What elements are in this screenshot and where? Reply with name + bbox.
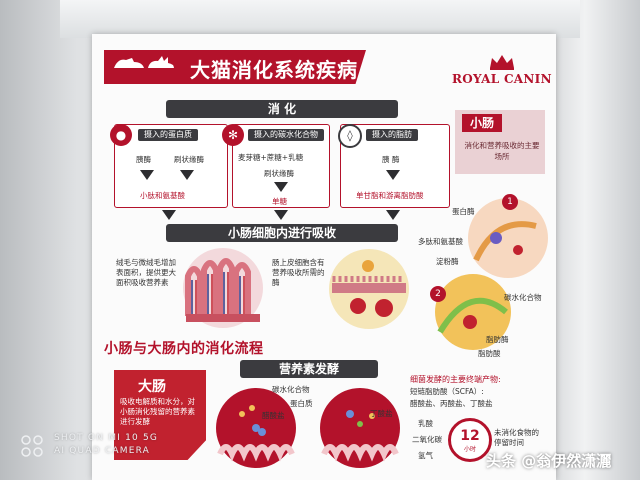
fermentation-header: 营养素发酵	[240, 360, 378, 378]
clock-unit: 小时	[463, 446, 476, 453]
fat-header: 摄入的脂肪	[366, 129, 418, 141]
fermentation-illustration-2	[320, 388, 400, 468]
arrow-down-icon	[162, 210, 176, 220]
large-intestine-title: 大肠	[138, 379, 166, 395]
step-2-badge: 2	[430, 286, 446, 302]
dog-cat-icon	[114, 56, 174, 68]
scfa-line: 短链脂肪酸（SCFA）:	[410, 387, 484, 396]
camera-logo-icon	[21, 435, 43, 457]
label-carbs: 碳水化合物	[504, 293, 542, 302]
enzyme-label: 胰 酶	[382, 155, 400, 164]
label-amylase: 淀粉酶	[436, 257, 459, 266]
label-protein: 蛋白质	[290, 399, 313, 408]
enzyme-label: 麦芽糖+蔗糖+乳糖	[238, 153, 304, 162]
label-lipase: 脂肪酶	[486, 335, 509, 344]
gas-hydrogen: 氢气	[418, 451, 433, 460]
glass-frame-right	[548, 0, 640, 480]
large-intestine-desc: 吸收电解质和水分，对小肠消化残留的营养素进行发酵	[120, 397, 195, 426]
label-protease: 蛋白酶	[452, 207, 475, 216]
carb-result: 单糖	[272, 197, 287, 206]
carb-header: 摄入的碳水化合物	[248, 129, 324, 141]
drop-icon: ◊	[338, 124, 362, 148]
scfa-list: 醋酸盐、丙酸盐、丁酸盐	[410, 399, 493, 408]
digestion-header: 消 化	[166, 100, 398, 118]
label-fatty-acids: 脂肪酸	[478, 349, 501, 358]
clock-note: 未消化食物的停留时间	[494, 428, 539, 447]
camera-watermark: SHOT ON MI 10 5G AI QUAD CAMERA	[54, 432, 158, 458]
protein-result: 小肽和氨基酸	[140, 191, 185, 200]
fermentation-illustration-1	[216, 388, 296, 468]
meat-icon: ●	[110, 124, 132, 146]
enzyme-illustration-1	[468, 198, 548, 278]
brand-logo: ROYAL CANIN	[452, 72, 552, 86]
enzyme-label: 胰酶	[136, 155, 151, 164]
enzyme-label: 刷状缘酶	[174, 155, 204, 164]
crown-icon	[490, 55, 514, 70]
label-butyrate: 丁酸盐	[370, 409, 393, 418]
gas-co2: 二氧化碳	[412, 435, 442, 444]
clock-icon: 12 小时	[448, 418, 492, 462]
grain-icon: ✻	[222, 124, 244, 146]
label-carbohydrate: 碳水化合物	[272, 385, 310, 394]
glass-frame-top	[60, 0, 580, 38]
large-intestine-panel	[114, 370, 206, 460]
source-credit: 头条 @翁伊然潇灑	[486, 452, 612, 470]
arrow-down-icon	[274, 210, 288, 220]
enzyme-label: 刷状缘酶	[264, 169, 294, 178]
watermark-line-2: AI QUAD CAMERA	[54, 446, 151, 456]
poster-title: 大猫消化系统疾病	[190, 58, 358, 82]
arrow-down-icon	[386, 170, 400, 180]
flow-title: 小肠与大肠内的消化流程	[104, 341, 264, 357]
step-1-badge: 1	[502, 194, 518, 210]
clock-number: 12	[460, 428, 480, 444]
gas-lactic: 乳酸	[418, 419, 433, 428]
title-banner	[104, 50, 366, 84]
protein-header: 摄入的蛋白质	[138, 129, 198, 141]
small-intestine-title: 小肠	[462, 114, 502, 132]
small-intestine-desc: 消化和营养吸收的主要场所	[464, 141, 540, 161]
arrow-down-icon	[386, 210, 400, 220]
enzyme-illustration-2	[435, 274, 511, 350]
arrow-down-icon	[274, 182, 288, 192]
cell-illustration	[329, 249, 409, 329]
arrow-down-icon	[140, 170, 154, 180]
label-peptides: 多肽和氨基酸	[418, 237, 463, 246]
arrow-down-icon	[180, 170, 194, 180]
fat-result: 单甘脂和游离脂肪酸	[356, 191, 424, 200]
villi-illustration	[183, 248, 263, 328]
absorption-header: 小肠细胞内进行吸收	[166, 224, 398, 242]
cell-text: 肠上皮细胞含有营养吸收所需的酶	[272, 258, 325, 287]
watermark-line-1: SHOT ON MI 10 5G	[54, 433, 159, 443]
bacteria-title: 细菌发酵的主要终端产物:	[410, 375, 501, 384]
villi-text: 绒毛与微绒毛增加表面积，提供更大面积吸收营养素	[116, 258, 176, 287]
label-acetate: 醋酸盐	[262, 411, 285, 420]
